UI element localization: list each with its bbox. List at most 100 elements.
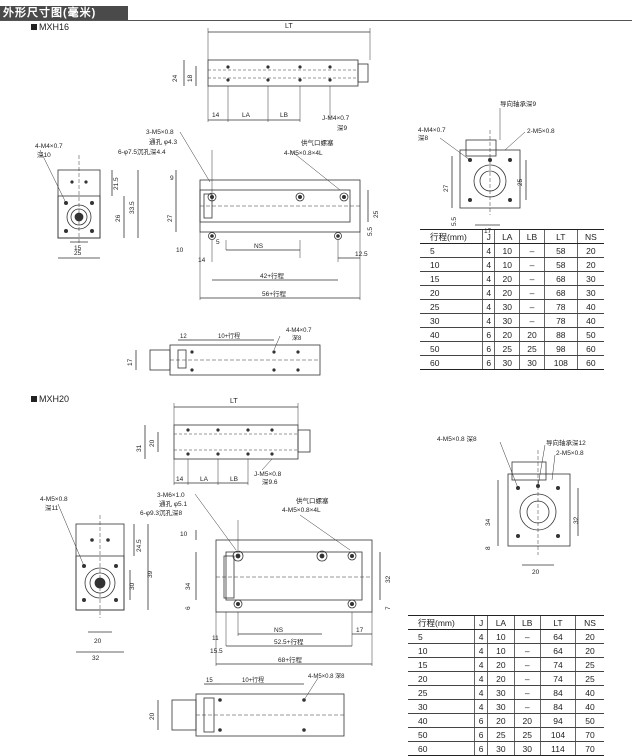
table-cell: 40 — [408, 713, 475, 728]
mxh20-hole-m6: 3-M6×1.0 — [157, 492, 185, 499]
mxh20-dim-20: 20 — [94, 638, 102, 645]
mxh20-dim-lt: LT — [230, 398, 238, 405]
table-cell: 20 — [408, 671, 475, 686]
mxh16-dim-21-5: 21.5 — [113, 177, 120, 190]
table-cell: 50 — [408, 727, 475, 742]
model-label-mxh20: MXH20 — [31, 394, 69, 404]
table-cell: 5 — [420, 243, 483, 258]
table-cell: 4 — [473, 699, 488, 714]
mxh16-r-m5: 2-M5×0.8 — [527, 128, 555, 135]
table-cell: 6 — [473, 727, 488, 742]
table-cell: 25 — [408, 685, 475, 700]
table-cell: 15 — [420, 271, 483, 286]
table-cell: 5 — [408, 629, 475, 644]
table-cell: 20 — [487, 713, 515, 728]
mxh20-dim-ns: NS — [274, 627, 284, 634]
mxh16-dim-ns: NS — [254, 243, 264, 250]
mxh20-through: 通孔 φ5.1 — [159, 499, 187, 508]
table-cell: 30 — [494, 299, 520, 314]
mxh20-dim-39: 39 — [147, 570, 154, 578]
table-cell: 4 — [473, 671, 488, 686]
col-lt: LT — [539, 615, 576, 630]
mxh16-thread-j: J-M4×0.7 — [322, 115, 350, 122]
mxh16-r27: 27 — [443, 184, 450, 192]
mxh20-dim-6: 6 — [185, 606, 192, 610]
table-cell: 108 — [543, 355, 578, 370]
mxh16-r25: 25 — [517, 178, 524, 186]
col-lb: LB — [513, 615, 541, 630]
page-title: 外形尺寸图(毫米) — [3, 7, 97, 19]
table-cell: 4 — [473, 685, 488, 700]
mxh16-dim-lt: LT — [285, 23, 293, 30]
table-cell: 30 — [487, 699, 515, 714]
table-cell: 40 — [576, 299, 604, 314]
mxh16-b-depth: 深8 — [292, 334, 302, 342]
mxh20-air-port: 供气口螺塞 — [296, 496, 329, 505]
bullet-square-icon — [31, 396, 37, 402]
mxh16-dim-12-5: 12.5 — [355, 251, 368, 258]
table-cell: 10 — [494, 243, 520, 258]
table-cell: 10 — [487, 629, 515, 644]
table-cell: 30 — [487, 685, 515, 700]
table-cell: – — [519, 271, 545, 286]
mxh20-left-depth: 深11 — [45, 503, 59, 512]
table-cell: 4 — [481, 299, 495, 314]
mxh20-dim-31: 31 — [136, 444, 143, 452]
table-cell: – — [513, 629, 541, 644]
col-la: LA — [494, 229, 520, 244]
table-cell: 64 — [539, 643, 576, 658]
mxh20-counterbore: 6-φ9.3沉孔深8 — [140, 508, 183, 517]
table-cell: 20 — [576, 243, 604, 258]
table-cell: 4 — [481, 257, 495, 272]
table-cell: 30 — [408, 699, 475, 714]
mxh20-b20: 20 — [149, 712, 156, 720]
table-cell: 4 — [481, 243, 495, 258]
table-cell: 40 — [576, 313, 604, 328]
bullet-square-icon — [31, 24, 37, 30]
mxh16-bottom-view: 12 10+行程 4-M4×0.7 深8 17 — [127, 328, 321, 376]
table-cell: 6 — [481, 355, 495, 370]
mxh20-top-view: LT 31 20 14 LA LB J-M5×0.8 深9.6 — [136, 398, 311, 486]
mxh16-b-thread: 4-M4×0.7 — [286, 328, 312, 334]
mxh16-left-depth: 深10 — [37, 150, 51, 159]
mxh20-b-thread: 4-M5×0.8 深8 — [308, 672, 345, 680]
mxh20-b15: 15 — [206, 678, 213, 684]
table-cell: 40 — [575, 685, 604, 700]
table-cell: 50 — [576, 327, 604, 342]
model-label-mxh16: MXH16 — [31, 22, 69, 32]
mxh20-dim-32: 32 — [92, 655, 100, 662]
table-cell: 68 — [543, 271, 578, 286]
mxh16-b10: 10+行程 — [218, 332, 240, 340]
mxh20-dim-30: 30 — [129, 582, 136, 590]
mxh16-end-view: 导向轴承深9 4-M4×0.7 深8 2-M5×0.8 27 25 5.5 17 — [418, 99, 555, 235]
table-cell: 70 — [575, 727, 604, 742]
mxh16-dim-24: 24 — [172, 74, 179, 82]
mxh16-counterbore: 6-φ7.5沉孔深4.4 — [118, 147, 166, 156]
table-cell: – — [513, 685, 541, 700]
table-cell: 20 — [494, 327, 520, 342]
mxh20-port-thread: 4-M5×0.8×4L — [282, 507, 321, 514]
mxh20-dim-15-5: 15.5 — [210, 648, 223, 655]
table-cell: 40 — [420, 327, 483, 342]
table-cell: 10 — [494, 257, 520, 272]
col-ns: NS — [576, 229, 604, 244]
table-cell: 20 — [576, 257, 604, 272]
table-cell: 25 — [519, 341, 545, 356]
mxh16-dim-26: 26 — [115, 214, 122, 222]
col-ns: NS — [575, 615, 604, 630]
mxh16-port-thread: 4-M5×0.8×4L — [284, 150, 323, 157]
header-bar — [0, 6, 128, 20]
table-cell: 4 — [481, 313, 495, 328]
mxh20-dim-20: 20 — [149, 439, 156, 447]
mxh16-front-view: 3-M5×0.8 通孔 φ4.3 6-φ7.5沉孔深4.4 供气口螺塞 4-M5… — [118, 129, 380, 300]
